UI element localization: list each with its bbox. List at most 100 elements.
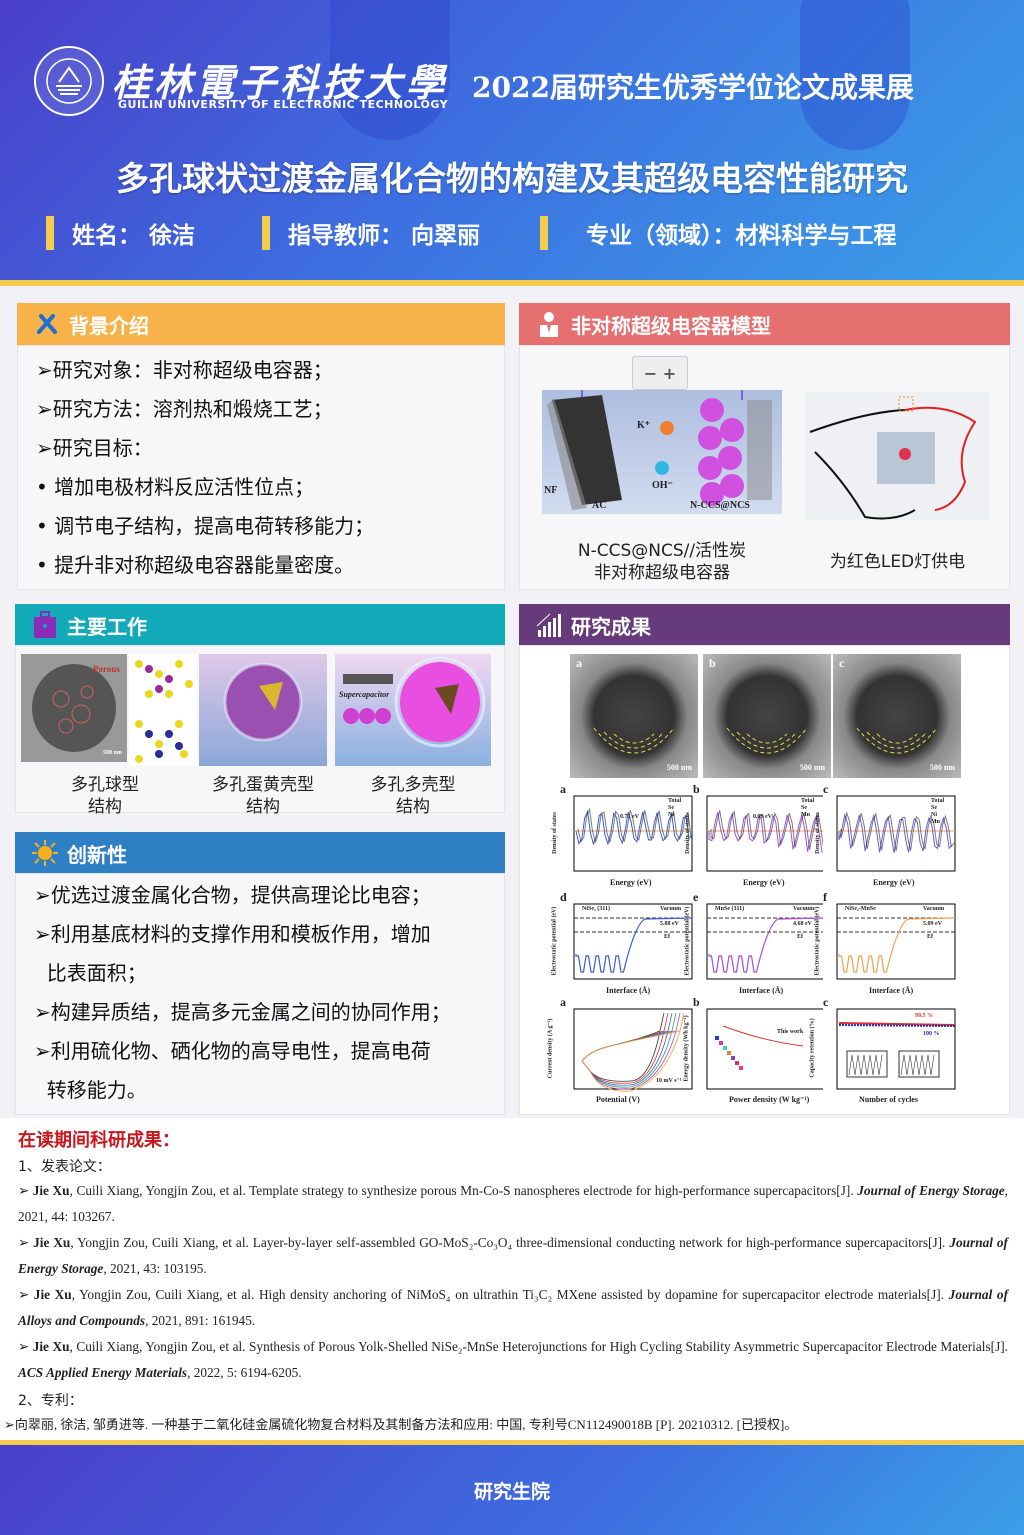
vacuum-label: Vacuum [923, 906, 945, 912]
caption-line: 多孔球型 [71, 775, 139, 795]
person-icon [535, 310, 563, 338]
series-name: NiSe₂ (311) [582, 906, 610, 912]
section-header-work: 主要工作 [15, 604, 505, 646]
papers-heading: 1、发表论文： [18, 1159, 111, 1175]
background-item: ➢研究目标： [36, 436, 153, 460]
legend-entry: Se [801, 805, 807, 811]
scale-bar: 500 nm [929, 763, 955, 772]
work-caption-multi-shell: 多孔多壳型结构 [335, 774, 491, 818]
performance-graph [573, 1008, 693, 1092]
potential-curve [573, 903, 693, 980]
paper-item: ➢ Jie Xu, Cuili Xiang, Yongjin Zou, et a… [18, 1183, 1008, 1224]
background-item: • 提升非对称超级电容器能量密度。 [36, 553, 355, 577]
legend-entry: Se [668, 805, 674, 811]
section-title: 主要工作 [67, 614, 147, 639]
porous-label: Porous [93, 664, 120, 674]
band-gap-label: 0.71 eV [620, 814, 639, 820]
annotation: 10 mV s⁻¹ [656, 1078, 682, 1084]
x-axis-label: Interface (Å) [606, 986, 651, 995]
panel-label: b [693, 782, 700, 796]
footer-org: 研究生院 [473, 1481, 550, 1503]
paper-item: ➢ Jie Xu, Yongjin Zou, Cuili Xiang, et a… [18, 1235, 1008, 1276]
fermi-label: Ef [927, 934, 933, 940]
panel-label: a [560, 782, 566, 796]
panel-label: b [709, 656, 716, 670]
annotation: This work [777, 1029, 804, 1035]
model-body: K⁺ OH⁻ NF AC N-CCS@NCS − + N-CCS@NCS//活性… [519, 345, 1010, 590]
multi-shell-image: Supercapacitor [335, 654, 491, 766]
tem-image: c 500 nm [833, 654, 961, 778]
major-text: 专业（领域）：材料科学与工程 [586, 223, 897, 249]
legend-entry: Mn [931, 819, 940, 825]
poster-title: 多孔球状过渡金属化合物的构建及其超级电容性能研究 [116, 159, 908, 198]
work-body: Porous 500 nm Supercapacitor 多孔球型结构 多孔蛋黄… [15, 645, 505, 817]
panel-label: c [839, 656, 845, 670]
paper-journal: Journal of Alloys and Compounds [18, 1287, 1008, 1328]
paper-citation: , 2021, 891: 161945. [145, 1313, 256, 1328]
innovation-item: 比表面积； [34, 961, 147, 985]
paper-text: , Yongjin Zou, Cuili Xiang, et al. High … [71, 1287, 949, 1302]
panel-label: d [560, 890, 567, 904]
annotation: 99.5 % [915, 1013, 933, 1019]
university-name-en: GUILIN UNIVERSITY OF ELECTRONIC TECHNOLO… [118, 98, 449, 111]
y-axis-label: Electrostatic potential (eV) [551, 906, 558, 976]
background-body: ➢研究对象：非对称超级电容器； ➢研究方法：溶剂热和煅烧工艺； ➢研究目标： •… [17, 345, 505, 590]
legend-entry: Ni [931, 812, 937, 818]
paper-item: ➢ Jie Xu, Cuili Xiang, Yongjin Zou, et a… [18, 1339, 1009, 1380]
paper-text: , Yongjin Zou, Cuili Xiang, et al. Layer… [70, 1235, 950, 1250]
legend-entry: Se [931, 805, 937, 811]
innovation-body: ➢优选过渡金属化合物，提供高理论比电容； ➢利用基底材料的支撑作用和模板作用，增… [15, 873, 505, 1115]
paper-journal: Journal of Energy Storage [18, 1235, 1008, 1276]
fermi-label: Ef [664, 934, 670, 940]
y-axis-label: Current density (A g⁻¹) [547, 1018, 554, 1079]
paper-text: , Cuili Xiang, Yongjin Zou, et al. Templ… [69, 1183, 858, 1198]
work-caption-porous-sphere: 多孔球型结构 [21, 774, 189, 818]
caption-line: N-CCS@NCS//活性炭 [577, 541, 747, 561]
y-axis-label: Density of states [551, 812, 558, 854]
y-axis-label: Density of states [814, 812, 821, 854]
innovation-item: ➢利用硫化物、硒化物的高导电性，提高电荷 [34, 1039, 431, 1063]
work-function-label: 4.68 eV [793, 921, 812, 927]
y-axis-label: Energy density (Wh kg⁻¹) [683, 1015, 690, 1082]
x-axis-label: Power density (W kg⁻¹) [729, 1095, 810, 1104]
dos-curves [836, 795, 956, 872]
patents-heading: 2、专利： [18, 1393, 83, 1409]
briefcase-icon [31, 611, 59, 639]
background-item: • 调节电子结构，提高电荷转移能力； [36, 514, 375, 538]
crystal-structure [129, 654, 197, 766]
nf-label: NF [544, 485, 558, 496]
legend-entry: Total [801, 798, 815, 804]
y-axis-label: Electrostatic potential (eV) [684, 906, 691, 976]
legend-entry: Ni [668, 812, 674, 818]
panel-label: f [823, 890, 827, 904]
footer-divider [0, 1440, 1024, 1446]
paper-author: Jie Xu [32, 1183, 70, 1198]
caption-line: 非对称超级电容器 [594, 563, 730, 583]
capacitor-caption: N-CCS@NCS//活性炭非对称超级电容器 [542, 540, 782, 584]
background-item: ➢研究方法：溶剂热和煅烧工艺； [36, 397, 333, 421]
section-title: 背景介绍 [69, 313, 149, 338]
student-name-text: 姓名： 徐洁 [72, 223, 196, 249]
background-item: • 增加电极材料反应活性位点； [36, 475, 315, 499]
vacuum-label: Vacuum [793, 906, 815, 912]
work-caption-yolk-shell: 多孔蛋黄壳型结构 [199, 774, 327, 818]
major: 专业（领域）：材料科学与工程 [540, 216, 897, 250]
paper-journal: Journal of Energy Storage [857, 1183, 1005, 1198]
panel-label: a [560, 995, 566, 1009]
yolk-shell-image [199, 654, 327, 766]
supercapacitor-label: Supercapacitor [339, 690, 390, 699]
scale-bar: 500 nm [103, 750, 122, 756]
achievements-title: 在读期间科研成果： [18, 1130, 180, 1151]
nccs-label: N-CCS@NCS [690, 500, 750, 511]
advisor-name: 指导教师： 向翠丽 [262, 216, 480, 250]
header-divider [0, 280, 1024, 286]
advisor-name-text: 指导教师： 向翠丽 [288, 223, 481, 249]
x-axis-label: Number of cycles [859, 1095, 918, 1104]
capacitor-diagram: K⁺ OH⁻ NF AC N-CCS@NCS [542, 390, 782, 514]
x-axis-label: Energy (eV) [743, 878, 785, 887]
tem-image-porous: Porous 500 nm [21, 654, 127, 762]
